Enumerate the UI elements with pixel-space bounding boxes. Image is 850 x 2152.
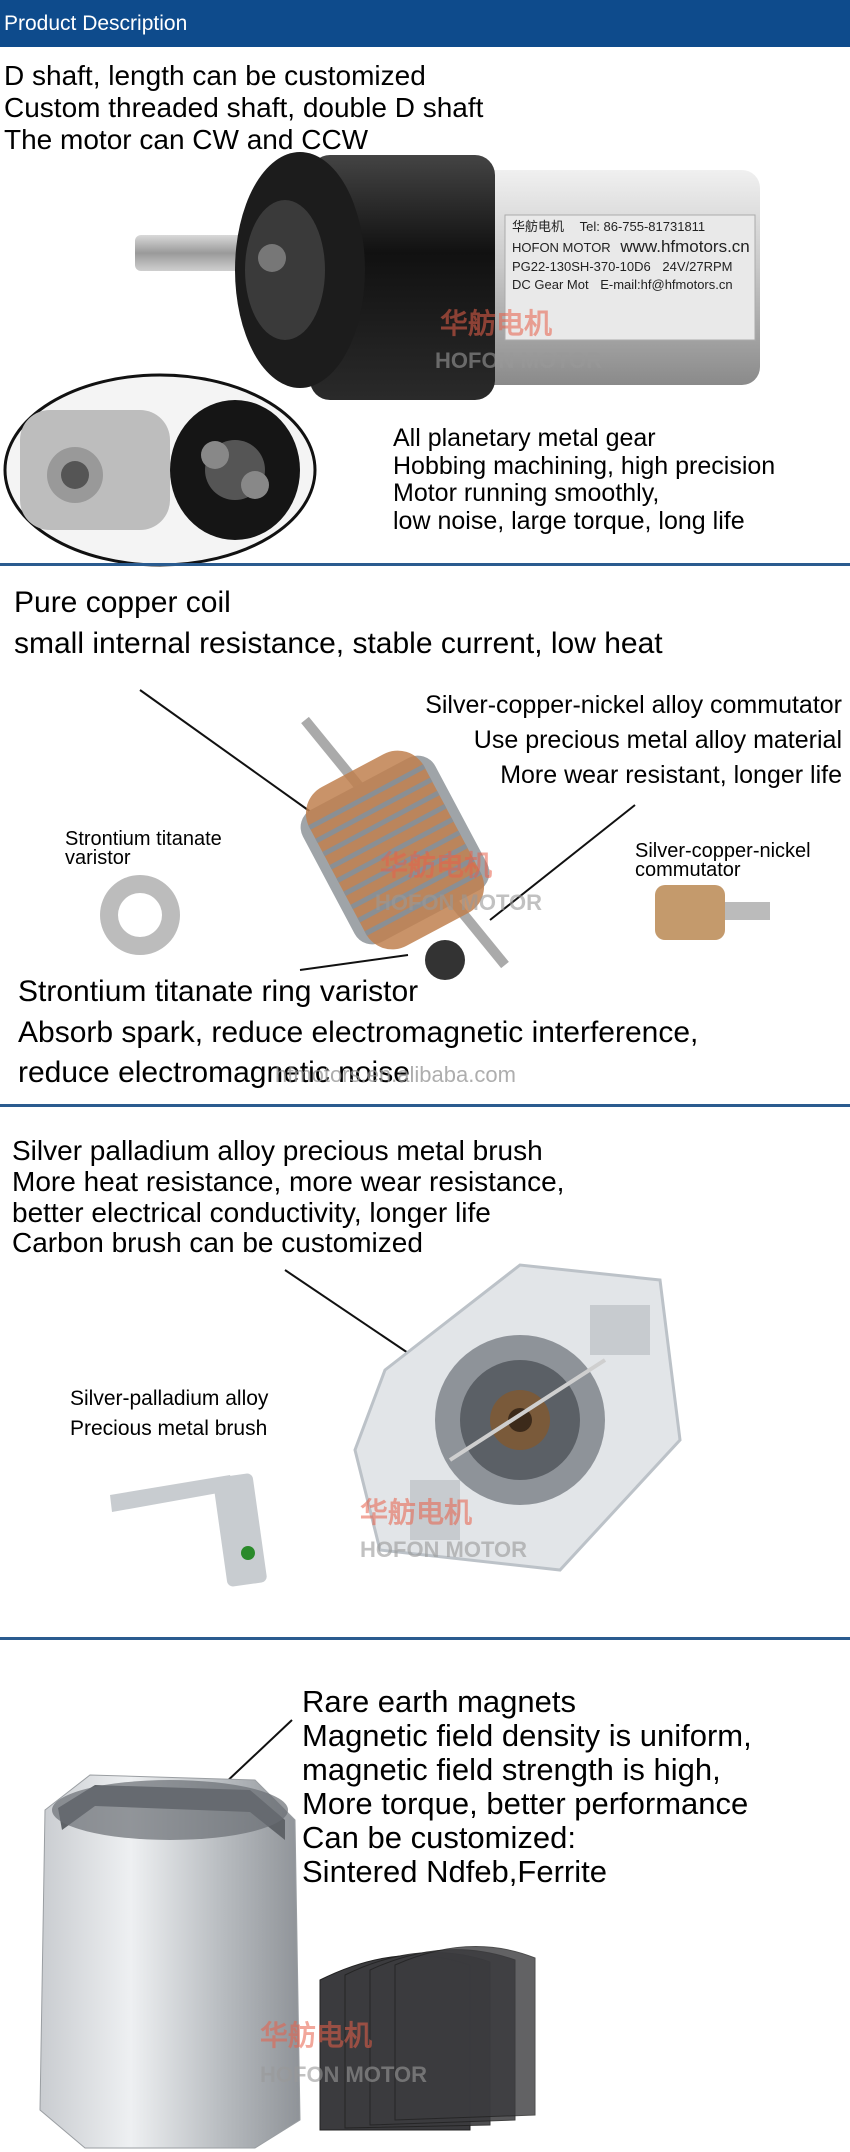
varistor-label: Strontium titanate varistor [65, 828, 222, 869]
gear-motor-image [3, 152, 760, 567]
magnet-line-5: Can be customized: [302, 1820, 576, 1856]
motor-label: 华舫电机 Tel: 86-755-81731811 HOFON MOTOR ww… [512, 218, 750, 294]
brush-line-4: Carbon brush can be customized [12, 1227, 423, 1259]
motor-label-model: PG22-130SH-370-10D6 [512, 259, 651, 275]
shaft-text: D shaft, length can be customized Custom… [4, 60, 483, 157]
brush-label: Silver-palladium alloy Precious metal br… [70, 1384, 268, 1445]
commutator-text: Silver-copper-nickel alloy commutator Us… [425, 688, 842, 793]
section-header: Product Description [0, 0, 850, 47]
brush-text: Silver palladium alloy precious metal br… [12, 1135, 565, 1259]
motor-label-email: E-mail:hf@hfmotors.cn [600, 277, 733, 293]
brush-line-1: Silver palladium alloy precious metal br… [12, 1135, 543, 1166]
magnet-image [39, 1719, 536, 2149]
watermark-en-1: HOFON MOTOR [435, 348, 603, 373]
gear-feature-4: low noise, large torque, long life [393, 506, 745, 535]
brush-label-1: Silver-palladium alloy [70, 1387, 269, 1410]
rotor-image [100, 689, 770, 980]
magnet-line-3: magnetic field strength is high, [302, 1752, 721, 1788]
motor-label-web: www.hfmotors.cn [620, 236, 750, 256]
gear-features: All planetary metal gear Hobbing machini… [393, 424, 776, 535]
commutator-label-1: Silver-copper-nickel [635, 840, 811, 862]
divider-1 [0, 563, 850, 566]
shaft-line-3: The motor can CW and CCW [4, 124, 369, 156]
brush-label-2: Precious metal brush [70, 1417, 268, 1441]
site-watermark: hfmotors.en.alibaba.com [275, 1062, 516, 1087]
varistor-line-2: Absorb spark, reduce electromagnetic int… [18, 1015, 699, 1049]
coil-line-2: small internal resistance, stable curren… [14, 626, 663, 660]
motor-label-tel: Tel: 86-755-81731811 [579, 219, 706, 234]
motor-label-spec: 24V/27RPM [662, 259, 733, 275]
brush-image [110, 1263, 682, 1587]
varistor-text: Strontium titanate ring varistor Absorb … [18, 972, 698, 1094]
shaft-line-1: D shaft, length can be customized [4, 60, 426, 91]
gear-feature-3: Motor running smoothly, [393, 479, 660, 507]
divider-2 [0, 1104, 850, 1107]
varistor-label-1: Strontium titanate [65, 828, 222, 850]
magnet-line-2: Magnetic field density is uniform, [302, 1718, 752, 1754]
gear-feature-1: All planetary metal gear [393, 424, 656, 452]
watermark-en-3: HOFON MOTOR [360, 1537, 528, 1562]
magnet-text: Rare earth magnets Magnetic field densit… [302, 1684, 752, 1890]
coil-line-1: Pure copper coil [14, 586, 231, 619]
magnet-line-4: More torque, better performance [302, 1786, 749, 1822]
varistor-line-3: reduce electromagnetic noise [18, 1056, 410, 1089]
varistor-label-2: varistor [65, 847, 131, 869]
commutator-line-1: Silver-copper-nickel alloy commutator [425, 691, 842, 719]
commutator-line-3: More wear resistant, longer life [500, 761, 842, 789]
watermark-cn-3: 华舫电机 [360, 1497, 473, 1528]
header-title: Product Description [4, 12, 188, 35]
commutator-label: Silver-copper-nickel commutator [635, 840, 811, 881]
watermark-cn-1: 华舫电机 [440, 308, 553, 339]
coil-title: Pure copper coil small internal resistan… [14, 583, 663, 664]
divider-3 [0, 1637, 850, 1640]
magnet-line-1: Rare earth magnets [302, 1684, 576, 1719]
motor-label-type: DC Gear Mot [512, 277, 589, 293]
watermark-en-4: HOFON MOTOR [260, 2062, 428, 2087]
commutator-label-2: commutator [635, 859, 741, 881]
shaft-line-2: Custom threaded shaft, double D shaft [4, 92, 484, 124]
watermark-en-2: HOFON MOTOR [375, 890, 543, 915]
magnet-line-6: Sintered Ndfeb,Ferrite [302, 1854, 607, 1890]
brush-line-3: better electrical conductivity, longer l… [12, 1196, 491, 1228]
commutator-line-2: Use precious metal alloy material [473, 726, 842, 754]
brush-line-2: More heat resistance, more wear resistan… [12, 1165, 565, 1197]
gear-feature-2: Hobbing machining, high precision [393, 451, 776, 480]
motor-label-cn: 华舫电机 [512, 219, 565, 234]
watermark-cn-4: 华舫电机 [260, 2020, 373, 2051]
watermark-cn-2: 华舫电机 [380, 850, 493, 881]
varistor-line-1: Strontium titanate ring varistor [18, 975, 419, 1008]
motor-label-brand: HOFON MOTOR [512, 239, 611, 255]
